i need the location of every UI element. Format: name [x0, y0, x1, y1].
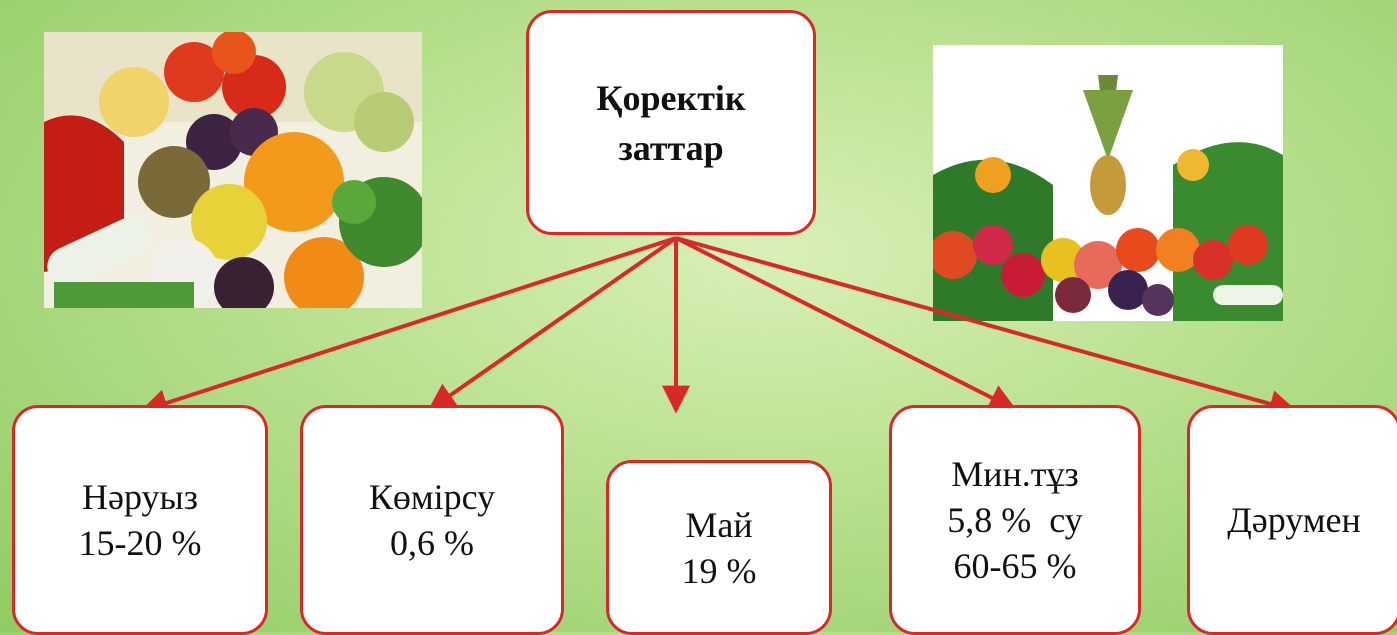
- node-fat-value: 19 %: [681, 550, 757, 591]
- node-minerals-name: Мин.тұз: [951, 454, 1079, 494]
- arrow-to-minerals-water: [675, 236, 1017, 411]
- node-carbohydrate-value: 0,6 %: [390, 523, 474, 563]
- node-carbohydrate: Көмірсу 0,6 %: [300, 405, 564, 635]
- node-minerals-water: Мин.тұз 5,8 % су 60-65 %: [889, 405, 1141, 635]
- arrow-to-vitamin: [675, 236, 1298, 418]
- node-protein-name: Нәруыз: [82, 477, 198, 517]
- root-node-line1: Қоректік: [596, 77, 746, 118]
- node-vitamin: Дәрумен: [1187, 405, 1397, 635]
- arrow-to-protein: [139, 236, 677, 417]
- fruit-vegetable-photo-left: [44, 32, 422, 308]
- root-node-nutrients: Қоректік заттар: [526, 10, 816, 235]
- node-protein: Нәруыз 15-20 %: [12, 405, 268, 635]
- node-fat: Май 19 %: [606, 460, 832, 635]
- node-water-value: 60-65 %: [953, 546, 1077, 586]
- node-carbohydrate-name: Көмірсу: [368, 477, 496, 517]
- node-protein-value: 15-20 %: [78, 523, 202, 563]
- root-node-line2: заттар: [618, 127, 724, 168]
- node-minerals-value: 5,8 % су: [947, 500, 1083, 540]
- arrow-to-carbohydrate: [427, 236, 678, 412]
- node-fat-name: Май: [685, 504, 753, 545]
- node-vitamin-name: Дәрумен: [1227, 500, 1361, 540]
- fruit-vegetable-photo-right: [933, 45, 1283, 321]
